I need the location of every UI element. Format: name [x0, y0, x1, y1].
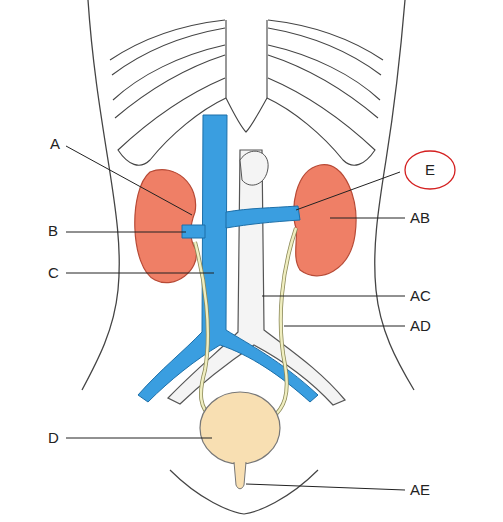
- part-letter: C: [48, 264, 59, 282]
- part-letter: B: [48, 222, 58, 240]
- part-letter: A: [50, 135, 60, 153]
- part-letter: AE: [410, 481, 430, 499]
- part-letter: D: [48, 429, 59, 447]
- part-letter: E: [404, 161, 456, 179]
- part-letter: AC: [410, 287, 431, 305]
- red-circle-outline: [405, 151, 455, 189]
- part-letter: AB: [410, 209, 430, 227]
- part-letter: AD: [410, 317, 431, 335]
- circled-letter: E: [404, 150, 456, 190]
